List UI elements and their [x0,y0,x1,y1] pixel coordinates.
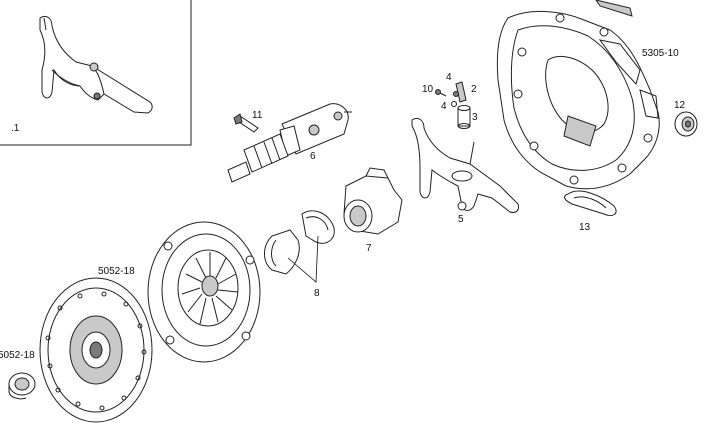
bushing-part [457,105,471,129]
clutch-disc [39,277,153,423]
circlip-part [457,201,467,211]
inset-reference-label: .1 [11,123,20,134]
sleeve-part [564,190,617,217]
bushing-label: 3 [472,112,478,123]
circlip-label: 5 [458,214,464,225]
pressure-plate-label: 5052-18 [98,266,135,277]
spring-clip-leader [287,235,319,283]
pin-label: 4 [446,72,452,83]
bolt-label: 11 [252,110,263,121]
small-washer-label: 4 [441,101,447,112]
pilot-bearing [8,372,36,400]
small-bolt-label: 10 [422,84,434,95]
slave-cylinder-label: 6 [310,151,316,162]
slave-cylinder [227,103,352,183]
pressure-plate [147,221,261,363]
clutch-housing [496,0,660,190]
release-fork [411,117,519,213]
bushing-top-label: 2 [471,84,477,95]
pin-part [453,81,467,103]
release-bearing [343,167,403,235]
spring-clips-label: 8 [314,288,320,299]
release-bearing-label: 7 [366,243,372,254]
inset-frame [0,0,192,146]
bolt-part [233,113,259,133]
sleeve-label: 13 [579,222,591,233]
inset-release-fork [39,15,153,114]
plug-part [674,111,698,137]
small-bolt-part [435,89,447,97]
small-washer-part [451,101,457,107]
plug-label: 12 [674,100,686,111]
housing-label: 5305-10 [642,48,679,59]
spring-clip-left [264,229,300,275]
spring-clip-right [301,210,335,244]
clutch-disc-label: 5052-18 [0,350,35,361]
